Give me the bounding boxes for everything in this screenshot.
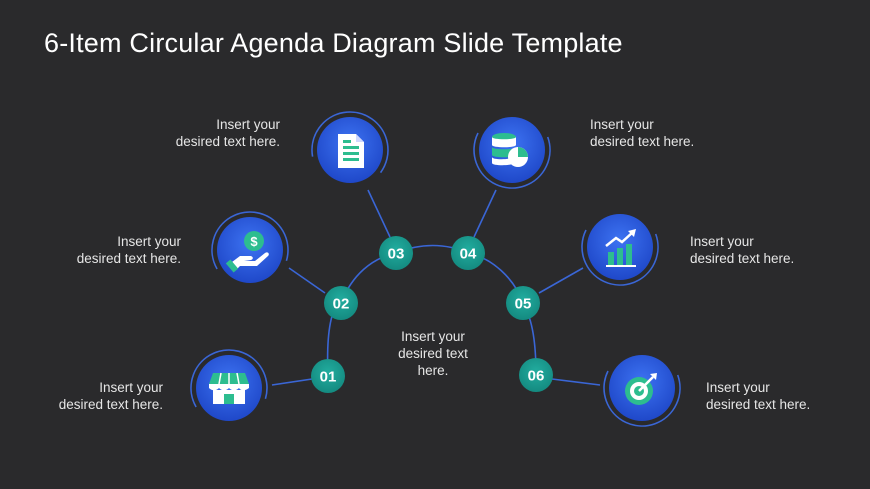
spoke-03 xyxy=(367,189,391,238)
node-06: 06 xyxy=(519,358,553,392)
item-text-05-line1: Insert your xyxy=(690,234,754,249)
spoke-04 xyxy=(473,189,497,238)
document-icon xyxy=(338,134,364,168)
node-number-04: 04 xyxy=(460,246,477,263)
item-text-02-line2: desired text here. xyxy=(76,251,181,266)
item-text-02-line1: Insert your xyxy=(117,234,181,249)
item-text-05: Insert your desired text here. xyxy=(690,233,794,267)
target-icon xyxy=(625,373,657,405)
item-text-04-line2: desired text here. xyxy=(590,134,695,149)
item-text-01-line1: Insert your xyxy=(99,380,163,395)
item-text-02: Insert your desired text here. xyxy=(77,233,181,267)
node-03: 03 xyxy=(379,236,413,270)
slide-title: 6-Item Circular Agenda Diagram Slide Tem… xyxy=(44,28,623,58)
item-text-04: Insert your desired text here. xyxy=(590,116,694,150)
node-02: 02 xyxy=(324,286,358,320)
item-text-03: Insert your desired text here. xyxy=(176,116,280,150)
svg-text:$: $ xyxy=(250,234,258,249)
node-05: 05 xyxy=(506,286,540,320)
center-text-line1: Insert your xyxy=(401,329,465,344)
item-text-01: Insert your desired text here. xyxy=(59,379,163,413)
spoke-02 xyxy=(288,267,326,294)
node-number-01: 01 xyxy=(320,369,337,386)
center-text-line2: desired text xyxy=(398,346,468,361)
center-text: Insert your desired text here. xyxy=(373,328,493,379)
node-number-05: 05 xyxy=(515,296,532,313)
node-04: 04 xyxy=(451,236,485,270)
item-text-06: Insert your desired text here. xyxy=(706,379,810,413)
item-text-06-line1: Insert your xyxy=(706,380,770,395)
node-number-03: 03 xyxy=(388,246,405,263)
node-number-06: 06 xyxy=(528,368,545,385)
node-01: 01 xyxy=(311,359,345,393)
spoke-01 xyxy=(271,378,313,386)
spokes xyxy=(271,189,601,386)
database-chart-icon xyxy=(492,133,528,167)
item-text-03-line2: desired text here. xyxy=(175,134,280,149)
icon-circle-05 xyxy=(581,208,659,286)
center-text-line3: here. xyxy=(417,363,449,378)
item-text-05-line2: desired text here. xyxy=(690,251,795,266)
item-text-06-line2: desired text here. xyxy=(706,397,811,412)
node-number-02: 02 xyxy=(333,296,350,313)
item-text-03-line1: Insert your xyxy=(216,117,280,132)
storefront-icon xyxy=(209,372,249,404)
item-text-01-line2: desired text here. xyxy=(58,397,163,412)
item-text-04-line1: Insert your xyxy=(590,117,654,132)
growth-chart-icon xyxy=(605,229,636,267)
hand-money-icon: $ xyxy=(225,231,269,273)
spoke-05 xyxy=(538,267,584,294)
spoke-06 xyxy=(551,378,601,386)
